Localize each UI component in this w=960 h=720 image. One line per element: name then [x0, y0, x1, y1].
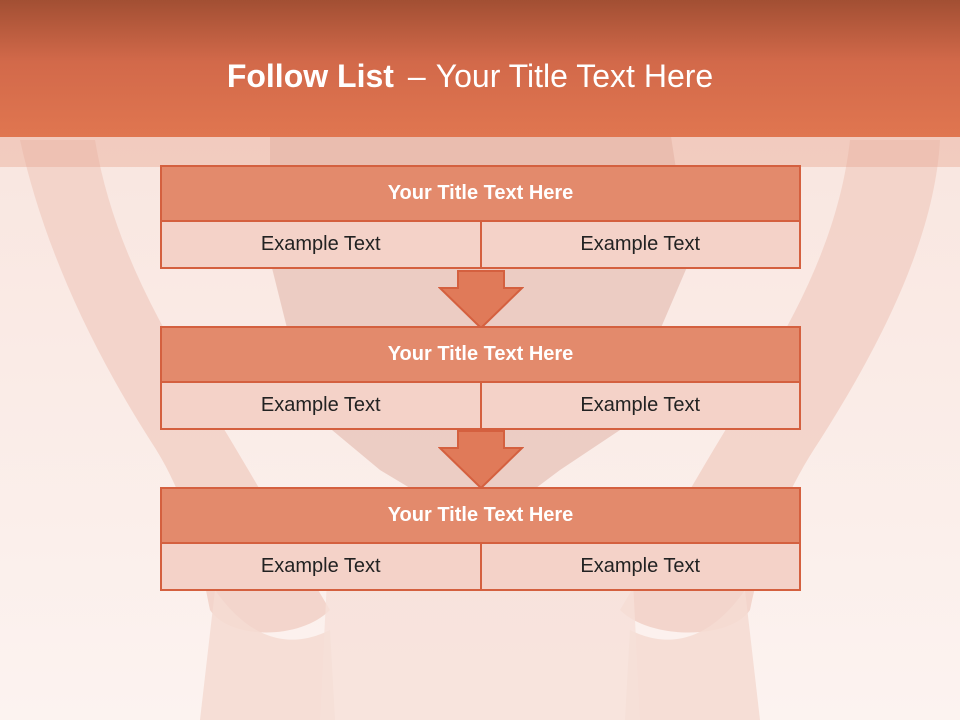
step-row: Example Text Example Text: [160, 381, 801, 430]
title-bar: [0, 0, 960, 137]
step-title: Your Title Text Here: [160, 487, 801, 544]
step-block-3: Your Title Text Here Example Text Exampl…: [160, 487, 801, 591]
step-row: Example Text Example Text: [160, 220, 801, 269]
down-arrow-icon: [438, 430, 524, 490]
slide-title-bold: Follow List: [226, 58, 394, 94]
step-cell-left: Example Text: [160, 542, 482, 591]
step-title: Your Title Text Here: [160, 326, 801, 383]
slide-title: Follow List–Your Title Text Here: [0, 55, 940, 97]
step-cell-right: Example Text: [479, 542, 801, 591]
step-cell-right: Example Text: [479, 381, 801, 430]
step-block-2: Your Title Text Here Example Text Exampl…: [160, 326, 801, 430]
step-cell-left: Example Text: [160, 381, 482, 430]
step-title: Your Title Text Here: [160, 165, 801, 222]
title-bar-band: [0, 137, 960, 167]
slide-title-separator: –: [407, 58, 426, 94]
step-row: Example Text Example Text: [160, 542, 801, 591]
step-block-1: Your Title Text Here Example Text Exampl…: [160, 165, 801, 269]
step-cell-left: Example Text: [160, 220, 482, 269]
step-cell-right: Example Text: [479, 220, 801, 269]
down-arrow-icon: [438, 270, 524, 330]
slide-title-rest: Your Title Text Here: [435, 58, 714, 94]
